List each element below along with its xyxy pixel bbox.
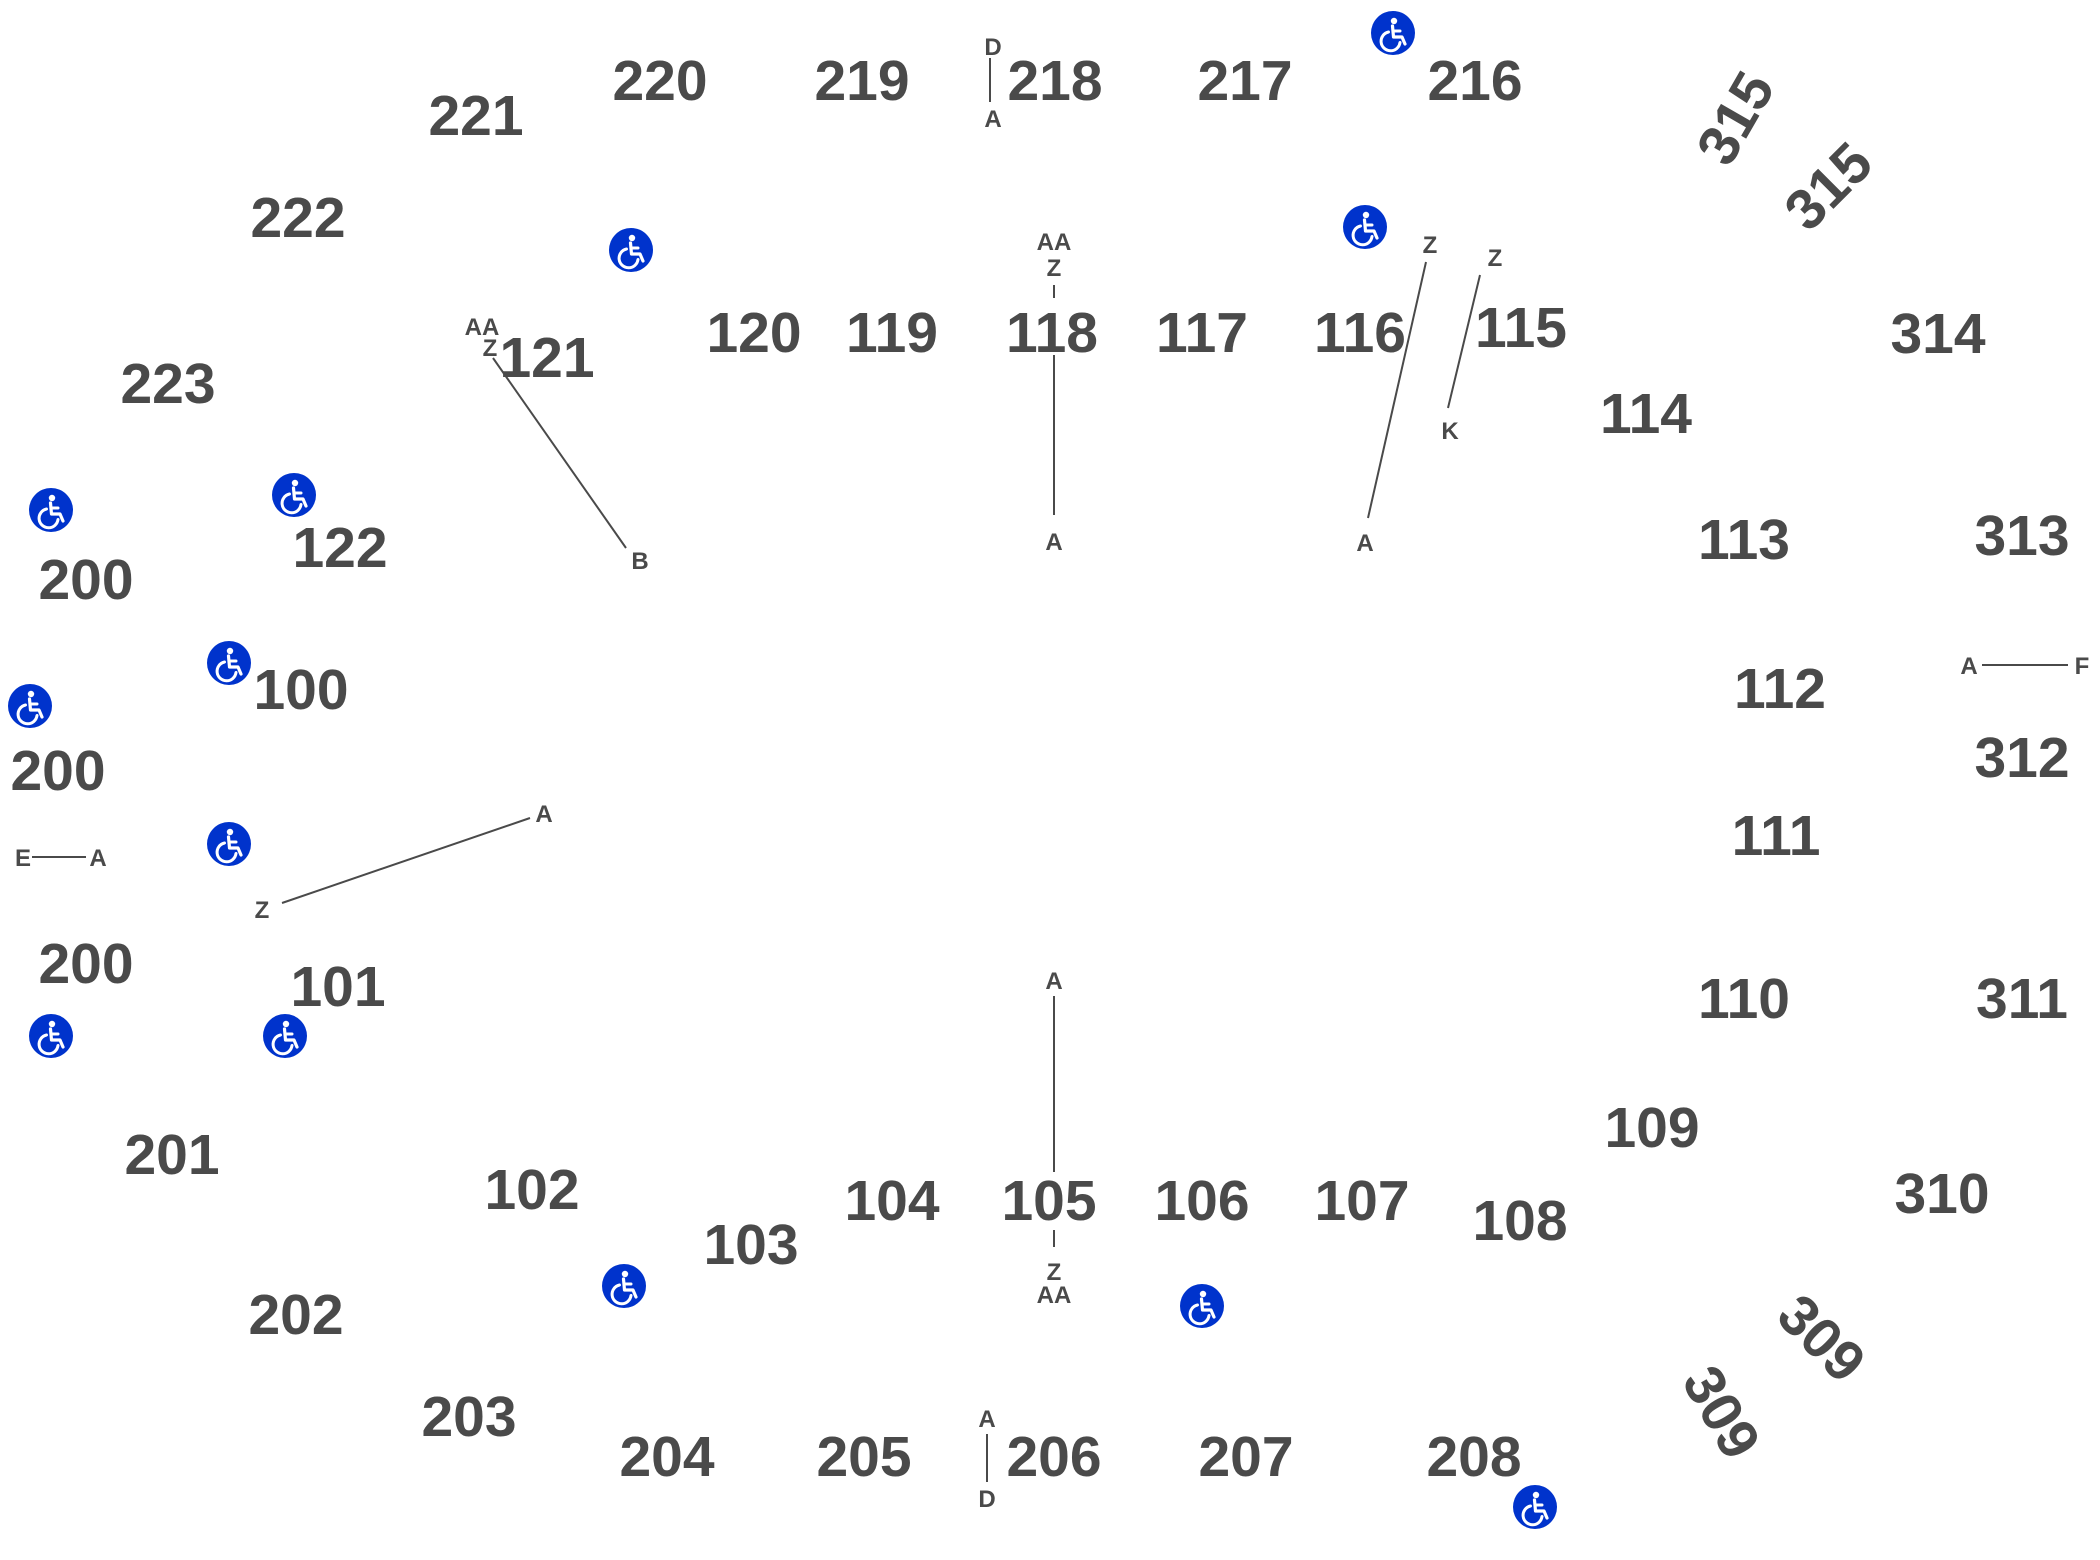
wheelchair-accessible-icon[interactable] [607,226,655,274]
section-label[interactable]: 206 [1006,1425,1101,1489]
row-label: AA [1037,1282,1072,1309]
section-label[interactable]: 200 [38,932,133,996]
section-label[interactable]: 105 [1001,1169,1096,1233]
section-label[interactable]: 120 [706,301,801,365]
row-label: A [1960,653,1977,680]
section-label[interactable]: 205 [816,1425,911,1489]
section-label[interactable]: 103 [703,1213,798,1277]
section-label[interactable]: 221 [428,84,523,148]
section-label[interactable]: 314 [1890,302,1985,366]
row-label: A [984,106,1001,133]
section-label[interactable]: 309 [1765,1282,1878,1395]
section-label[interactable]: 217 [1197,49,1292,113]
section-label[interactable]: 112 [1734,657,1826,721]
row-label: A [1045,529,1062,556]
row-label: D [984,34,1001,61]
section-label[interactable]: 313 [1974,504,2069,568]
wheelchair-accessible-icon[interactable] [6,682,54,730]
section-label[interactable]: 223 [120,352,215,416]
row-line-101 [281,817,531,904]
accessible-icons [6,9,1559,1531]
section-label[interactable]: 315 [1772,130,1885,243]
row-label: Z [483,335,498,362]
row-label: A [1356,530,1373,557]
row-label: A [1045,968,1062,995]
section-label[interactable]: 310 [1894,1162,1989,1226]
section-label[interactable]: 312 [1974,726,2069,790]
section-label[interactable]: 111 [1732,804,1821,868]
section-label[interactable]: 207 [1198,1425,1293,1489]
section-label[interactable]: 106 [1154,1169,1249,1233]
row-label: D [978,1486,995,1513]
section-label[interactable]: 219 [814,49,909,113]
section-label[interactable]: 315 [1684,61,1787,175]
row-line-115 [1447,274,1481,409]
section-label[interactable]: 202 [248,1283,343,1347]
row-label: Z [255,897,270,924]
sections: 220 219 218 217 216 221 222 223 315 315 … [10,49,2069,1489]
row-label: F [2075,653,2090,680]
row-label: Z [1488,245,1503,272]
section-label[interactable]: 204 [619,1425,714,1489]
wheelchair-accessible-icon[interactable] [1178,1282,1226,1330]
wheelchair-accessible-icon[interactable] [1511,1483,1559,1531]
wheelchair-accessible-icon[interactable] [261,1012,309,1060]
section-label[interactable]: 208 [1426,1425,1521,1489]
section-label[interactable]: 117 [1156,301,1248,365]
section-label[interactable]: 107 [1314,1169,1409,1233]
row-label: E [15,845,31,872]
wheelchair-accessible-icon[interactable] [600,1262,648,1310]
row-label: AA [1037,229,1072,256]
row-label: A [535,801,552,828]
section-label[interactable]: 121 [499,326,594,390]
row-label: K [1441,418,1459,445]
section-label[interactable]: 218 [1007,49,1102,113]
section-label[interactable]: 220 [612,49,707,113]
wheelchair-accessible-icon[interactable] [27,486,75,534]
wheelchair-accessible-icon[interactable] [1369,9,1417,57]
section-label[interactable]: 115 [1475,296,1567,360]
section-label[interactable]: 109 [1604,1096,1699,1160]
section-label[interactable]: 119 [846,301,938,365]
row-label: Z [1047,1259,1062,1286]
section-label[interactable]: 122 [292,516,387,580]
wheelchair-accessible-icon[interactable] [27,1012,75,1060]
row-label: Z [1423,232,1438,259]
section-label[interactable]: 201 [124,1123,219,1187]
row-label: B [631,548,648,575]
section-label[interactable]: 100 [253,658,348,722]
section-label[interactable]: 113 [1698,508,1790,572]
section-label[interactable]: 200 [38,548,133,612]
section-label[interactable]: 216 [1427,49,1522,113]
section-label[interactable]: 110 [1698,967,1790,1031]
wheelchair-accessible-icon[interactable] [1341,203,1389,251]
section-label[interactable]: 102 [484,1158,579,1222]
row-line-121 [492,357,627,549]
row-line-116 [1367,261,1427,519]
row-label: Z [1047,255,1062,282]
wheelchair-accessible-icon[interactable] [205,639,253,687]
wheelchair-accessible-icon[interactable] [270,471,318,519]
section-label[interactable]: 108 [1472,1189,1567,1253]
row-label: AA [465,314,500,341]
section-label[interactable]: 200 [10,739,105,803]
section-label[interactable]: 101 [290,955,385,1019]
section-label[interactable]: 311 [1976,967,2068,1031]
wheelchair-accessible-icon[interactable] [205,820,253,868]
section-label[interactable]: 203 [421,1385,516,1449]
section-label[interactable]: 116 [1314,301,1406,365]
section-label[interactable]: 309 [1670,1355,1773,1469]
row-label: A [89,845,106,872]
row-label: A [978,1406,995,1433]
section-label[interactable]: 114 [1600,382,1692,446]
section-label[interactable]: 222 [250,186,345,250]
row-labels: D A AA Z AA Z B A Z Z K A A F E A A Z A … [15,34,2089,1513]
section-label[interactable]: 118 [1006,301,1098,365]
section-label[interactable]: 104 [844,1169,939,1233]
row-lines [32,58,2068,1482]
